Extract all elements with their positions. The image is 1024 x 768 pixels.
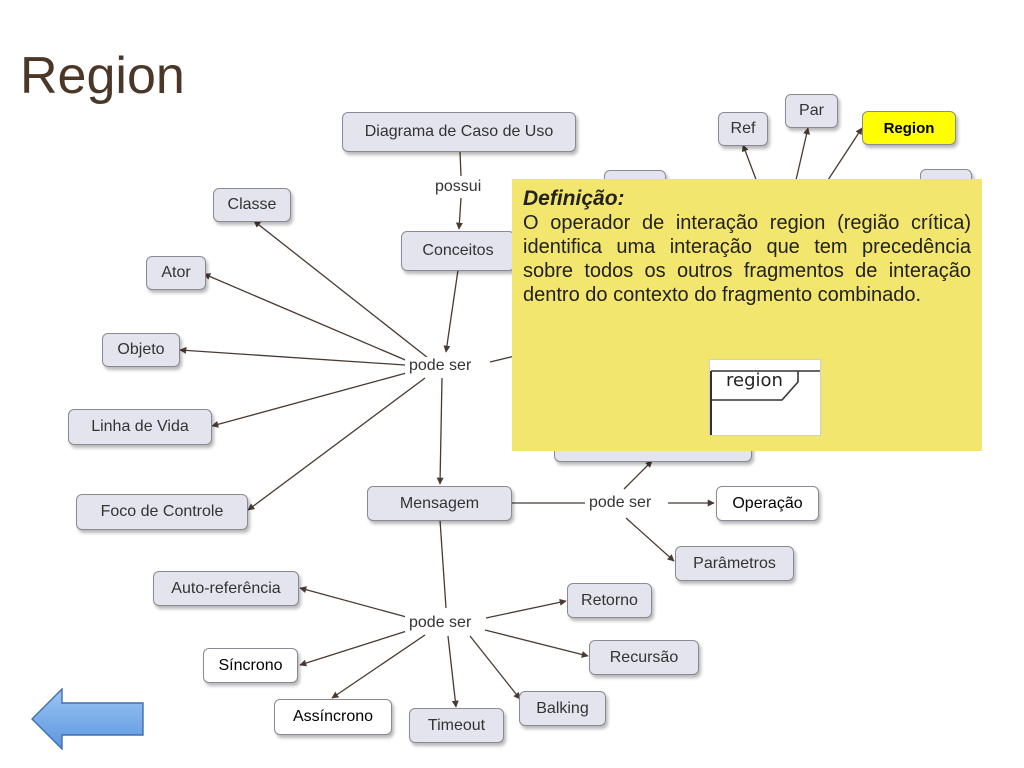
node-ref[interactable]: Ref (718, 112, 768, 146)
node-ator[interactable]: Ator (146, 256, 206, 290)
definition-text: O operador de interação region (região c… (523, 212, 971, 306)
node-par[interactable]: Par (785, 94, 838, 128)
region-fragment-figure: region (709, 359, 821, 436)
link-label-possui: possui (431, 178, 486, 196)
node-recursao[interactable]: Recursão (589, 640, 699, 675)
node-auto-referencia[interactable]: Auto-referência (153, 571, 299, 606)
link-label-pode-ser: pode ser (405, 357, 476, 375)
node-objeto[interactable]: Objeto (102, 333, 180, 367)
node-assincrono[interactable]: Assíncrono (274, 699, 392, 735)
node-sincrono[interactable]: Síncrono (203, 648, 298, 683)
node-foco-de-controle[interactable]: Foco de Controle (76, 494, 248, 530)
region-fragment-label: region (726, 370, 783, 391)
node-classe[interactable]: Classe (213, 188, 291, 222)
node-operacao[interactable]: Operação (716, 486, 819, 521)
node-linha-de-vida[interactable]: Linha de Vida (68, 409, 212, 445)
link-label-pode-ser: pode ser (585, 494, 656, 512)
left-arrow-icon[interactable] (30, 688, 148, 750)
region-fragment-frame (710, 370, 820, 435)
node-conceitos[interactable]: Conceitos (401, 231, 515, 271)
slide-title: Region (20, 47, 185, 105)
node-timeout[interactable]: Timeout (409, 708, 504, 743)
node-mensagem[interactable]: Mensagem (367, 486, 512, 521)
node-parametros[interactable]: Parâmetros (675, 546, 794, 581)
node-retorno[interactable]: Retorno (567, 583, 652, 618)
link-label-pode-ser: pode ser (405, 614, 476, 632)
node-region[interactable]: Region (862, 111, 956, 145)
node-diagrama-caso-uso[interactable]: Diagrama de Caso de Uso (342, 112, 576, 152)
node-balking[interactable]: Balking (519, 691, 606, 726)
definition-heading: Definição: (523, 187, 625, 210)
definition-popup: Definição: O operador de interação regio… (512, 179, 982, 451)
